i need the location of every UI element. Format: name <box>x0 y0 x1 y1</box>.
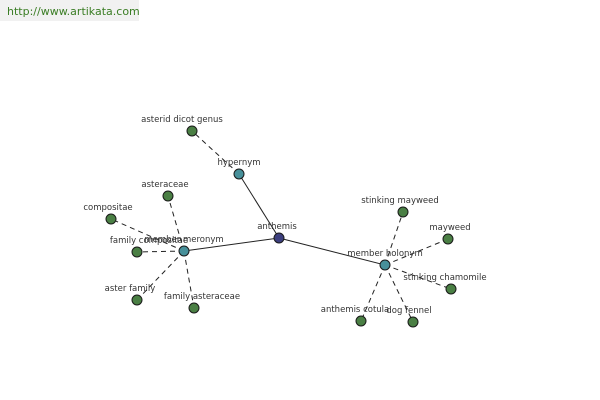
leaf-node-compositae[interactable] <box>105 213 117 225</box>
labels-layer: anthemis hypernym asterid dicot genus membe… <box>83 115 486 316</box>
leaf-label-asteraceae: asteraceae <box>141 180 188 190</box>
relation-label-member-meronym: member meronym <box>144 235 223 245</box>
leaf-label-stinking-mayweed: stinking mayweed <box>361 196 439 206</box>
watermark-bar: http://www.artikata.com <box>0 0 140 21</box>
leaf-node-mayweed[interactable] <box>442 233 454 245</box>
leaf-label-mayweed: mayweed <box>429 223 470 233</box>
site-url: http://www.artikata.com <box>7 5 140 18</box>
edge-member-holonym-mayweed <box>384 238 449 266</box>
nodes-layer <box>105 125 457 328</box>
root-label: anthemis <box>257 222 297 232</box>
leaf-node-asteraceae[interactable] <box>162 190 174 202</box>
leaf-label-anthemis-cotula: anthemis cotula <box>321 305 389 315</box>
edge-member-holonym-dog-fennel <box>384 264 414 323</box>
relation-label-hypernym: hypernym <box>217 158 260 168</box>
edge-hypernym-asterid-dicot-genus <box>191 130 240 175</box>
leaf-label-family-asteraceae: family asteraceae <box>164 292 240 302</box>
edge-root-member-holonym <box>278 237 386 266</box>
root-node-anthemis[interactable] <box>273 232 285 244</box>
edge-root-hypernym <box>238 173 280 239</box>
edge-member-meronym-asteraceae <box>167 195 185 252</box>
leaf-node-aster-family[interactable] <box>131 294 143 306</box>
relation-node-member-holonym[interactable] <box>379 259 391 271</box>
edge-member-meronym-aster-family <box>136 250 185 301</box>
edge-root-member-meronym <box>183 237 280 252</box>
edge-member-meronym-compositae <box>110 218 185 252</box>
leaf-label-compositae: compositae <box>83 203 132 213</box>
leaf-node-stinking-chamomile[interactable] <box>445 283 457 295</box>
relation-label-member-holonym: member holonym <box>347 249 422 259</box>
leaf-label-aster-family: aster family <box>105 284 156 294</box>
edge-member-meronym-family-compositae <box>136 250 185 253</box>
edge-member-holonym-stinking-chamomile <box>384 264 452 290</box>
edges-layer <box>110 130 452 323</box>
edge-member-meronym-family-asteraceae <box>183 250 195 309</box>
leaf-node-asterid-dicot-genus[interactable] <box>186 125 198 137</box>
edge-member-holonym-anthemis-cotula <box>360 264 386 322</box>
leaf-label-dog-fennel: dog fennel <box>386 306 431 316</box>
leaf-node-dog-fennel[interactable] <box>407 316 419 328</box>
leaf-node-stinking-mayweed[interactable] <box>397 206 409 218</box>
leaf-label-stinking-chamomile: stinking chamomile <box>403 273 486 283</box>
leaf-label-asterid-dicot-genus: asterid dicot genus <box>141 115 223 125</box>
leaf-label-family-compositae: family compositae <box>110 236 188 246</box>
leaf-node-anthemis-cotula[interactable] <box>355 315 367 327</box>
relation-node-member-meronym[interactable] <box>178 245 190 257</box>
leaf-node-family-asteraceae[interactable] <box>188 302 200 314</box>
edge-member-holonym-stinking-mayweed <box>384 211 404 266</box>
leaf-node-family-compositae[interactable] <box>131 246 143 258</box>
relation-node-hypernym[interactable] <box>233 168 245 180</box>
